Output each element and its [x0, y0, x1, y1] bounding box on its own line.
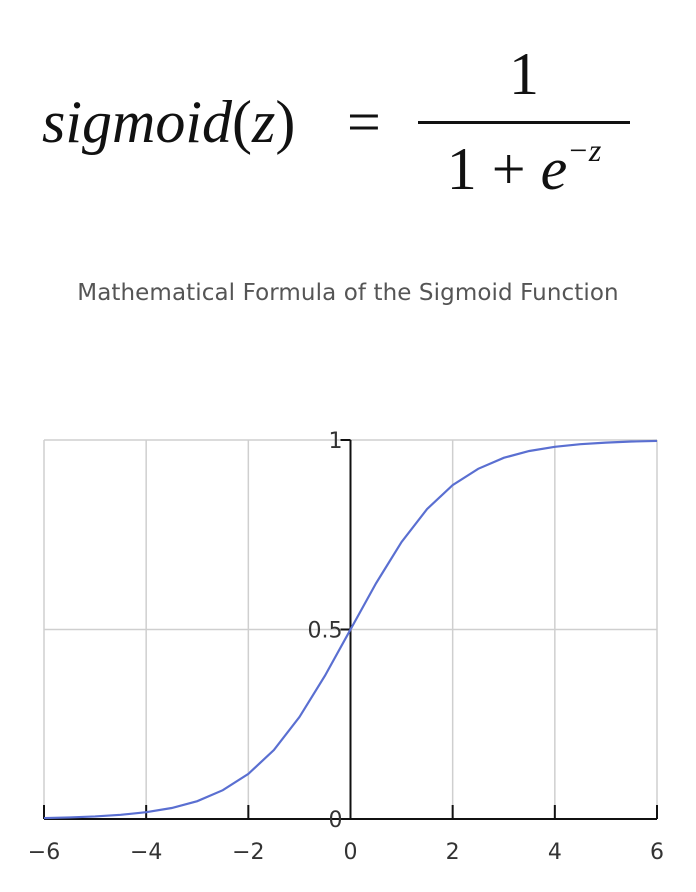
sigmoid-formula: sigmoid(z) = 1 1 + e−z: [0, 30, 696, 230]
formula-numerator: 1: [509, 41, 539, 107]
x-tick-label: 0: [344, 840, 358, 865]
formula-lhs: sigmoid(z): [42, 92, 295, 152]
y-tick-label: 1: [329, 429, 343, 454]
fraction-bar: [418, 121, 630, 124]
x-tick-label: 4: [548, 840, 562, 865]
x-tick-label: 6: [650, 840, 664, 865]
formula-variable: z: [252, 89, 276, 155]
formula-close-paren: ): [275, 89, 296, 155]
denominator-base: e: [540, 136, 568, 202]
x-tick-label: −6: [28, 840, 60, 865]
formula-equals: =: [347, 89, 381, 155]
y-tick-label: 0: [329, 808, 343, 833]
sigmoid-chart: −6 −4 −2 0 2 4 6 0 0.5 1: [28, 429, 664, 865]
formula-function-name: sigmoid: [42, 89, 233, 155]
x-tick-label: −2: [232, 840, 264, 865]
sigmoid-curve: [43, 439, 658, 820]
formula-denominator: 1 + e−z: [418, 134, 630, 199]
formula-fraction: 1 1 + e−z: [418, 30, 630, 230]
y-tick-label: 0.5: [308, 619, 343, 644]
denominator-prefix: 1 +: [446, 136, 541, 202]
denominator-exponent: −z: [567, 132, 602, 168]
formula-open-paren: (: [232, 89, 253, 155]
x-tick-label: 2: [446, 840, 460, 865]
formula-caption: Mathematical Formula of the Sigmoid Func…: [77, 280, 619, 306]
x-tick-label: −4: [130, 840, 162, 865]
